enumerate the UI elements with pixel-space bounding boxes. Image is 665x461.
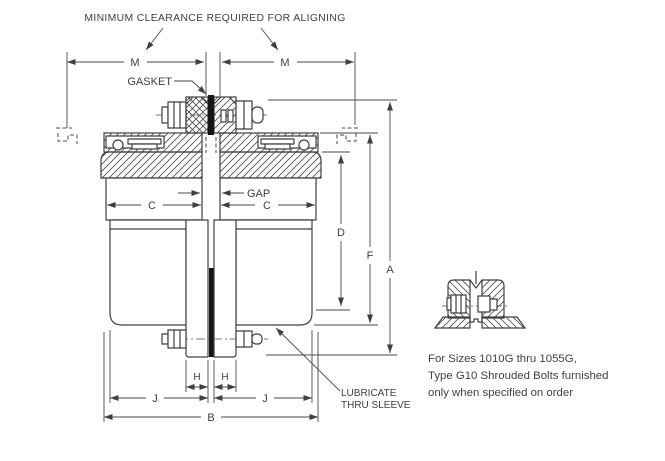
d-extension-lines [316, 151, 350, 311]
center-flange-plates [185, 219, 237, 358]
dim-label-m-right: M [280, 57, 289, 69]
detail-jam-nut [489, 298, 498, 311]
phantom-outline-left [56, 127, 78, 144]
seal-retainer-left-lower [131, 143, 158, 150]
title-leader-right [260, 27, 279, 51]
hub-teeth-left [100, 151, 203, 179]
sleeve-body-right [235, 219, 313, 326]
dim-label-j-right: J [262, 393, 268, 405]
gasket-lower [209, 268, 214, 357]
bottom-bolt-stud-tip [251, 333, 263, 345]
lubricate-label-line1: LUBRICATE [341, 388, 397, 399]
o-ring-seal-right [298, 139, 310, 151]
bottom-bolt-head-facets [173, 330, 181, 348]
lock-detail-1 [220, 109, 227, 123]
detail-bolt-head-facets [455, 295, 462, 313]
f-extension-lines [314, 132, 378, 326]
top-bolt-assembly [156, 95, 270, 135]
bottom-extension-lines [103, 330, 319, 422]
bottom-bolt-tip [161, 333, 169, 345]
dim-label-c-left: C [148, 200, 156, 212]
dim-label-h-right: H [221, 372, 228, 383]
detail-bolt-nut [477, 295, 491, 313]
dim-label-m-left: M [130, 57, 139, 69]
hub-barrel-left [105, 177, 203, 221]
top-bolt-tip [161, 106, 169, 124]
detail-note-line1: For Sizes 1010G thru 1055G, [428, 353, 577, 365]
sleeve-flange-bands [103, 132, 319, 153]
top-left-flange-chamfers [185, 96, 209, 105]
dim-label-a: A [386, 264, 394, 276]
seal-retainer-left-upper [127, 138, 162, 145]
seal-retainer-right-upper [260, 138, 295, 145]
top-bolt-head-facets [173, 102, 181, 128]
detail-bolt-head [450, 294, 467, 314]
detail-note: For Sizes 1010G thru 1055G, Type G10 Shr… [428, 353, 608, 399]
lubricate-leader [275, 327, 341, 392]
detail-center-notch [469, 271, 483, 289]
top-left-flange-crosshatch [186, 97, 208, 133]
shrouded-bolt-detail [433, 271, 527, 329]
a-extension-lines [266, 99, 397, 356]
top-bolt-head [167, 101, 187, 129]
lubricate-label-line2: THRU SLEEVE [341, 400, 411, 411]
m-extension-lines [66, 52, 356, 128]
dim-label-c-right: C [263, 200, 271, 212]
hub-barrel-right [219, 177, 317, 221]
top-bolt-stud-tip [251, 106, 264, 124]
dim-label-d: D [337, 227, 345, 239]
hub-barrels [105, 177, 317, 221]
coupling-section-view [56, 95, 358, 358]
bottom-bolt-assembly [161, 329, 268, 349]
dim-label-b: B [207, 412, 214, 424]
dim-label-h-left: H [193, 372, 200, 383]
gasket-leader [174, 80, 207, 95]
top-right-flange-chamfers [213, 96, 237, 105]
detail-note-line3: only when specified on order [428, 387, 573, 399]
center-split-dashes [205, 137, 217, 153]
gap-label: GAP [247, 188, 270, 200]
seal-retainer-right-lower [264, 143, 291, 150]
flange-plate-left [185, 219, 209, 358]
detail-base-right [481, 316, 527, 329]
o-ring-seal-left [112, 139, 124, 151]
dimension-annotations: M M GASKET C C GAP D F A H H [66, 27, 411, 424]
dim-label-j-left: J [152, 393, 158, 405]
gasket-section [208, 95, 214, 135]
dim-label-f: F [367, 250, 374, 262]
title-leader-left [145, 27, 164, 51]
lock-detail-2 [227, 109, 234, 123]
flange-plate-right [213, 219, 237, 358]
bottom-bolt-head [167, 329, 187, 349]
hub-teeth-right [219, 151, 322, 179]
detail-base-tab [469, 317, 483, 323]
phantom-outline-right [336, 127, 358, 144]
hub-tooth-sections [100, 151, 322, 179]
drawing-title: MINIMUM CLEARANCE REQUIRED FOR ALIGNING [84, 13, 345, 24]
gasket-label: GASKET [127, 76, 172, 88]
sleeve-bodies [109, 219, 313, 326]
detail-base-left [433, 316, 471, 329]
sleeve-body-left [109, 219, 187, 326]
detail-note-line2: Type G10 Shrouded Bolts furnished [428, 370, 608, 382]
